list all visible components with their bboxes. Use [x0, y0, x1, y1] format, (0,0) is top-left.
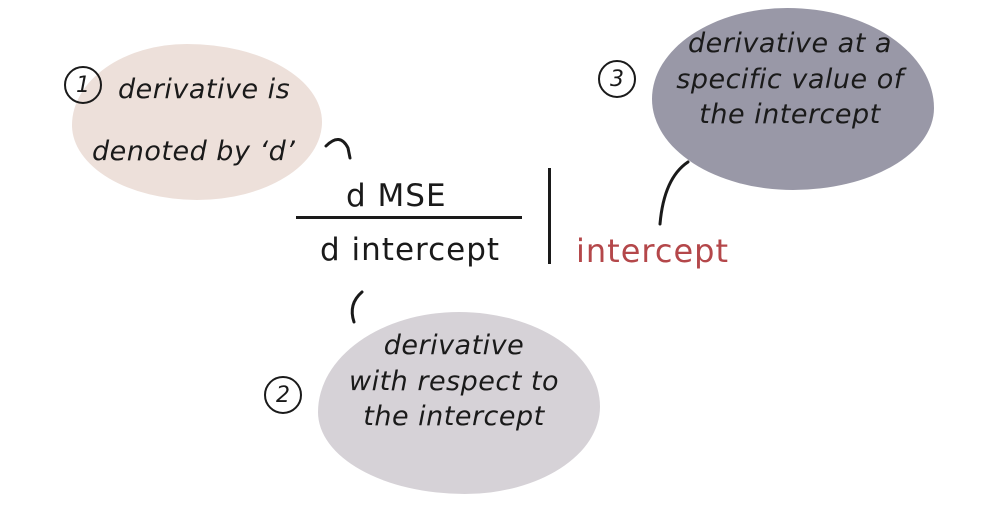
- note-3-highlight: [652, 8, 934, 190]
- note-2-highlight: [318, 312, 600, 494]
- evaluated-at-label: intercept: [576, 232, 729, 270]
- note-2-text: derivative with respect to the intercept: [330, 328, 578, 435]
- connector-note-1: [324, 138, 352, 160]
- connector-note-3: [658, 160, 690, 226]
- note-2-line-2: with respect to: [348, 365, 559, 397]
- note-2-line-1: derivative: [383, 330, 525, 361]
- fraction-bar: [296, 216, 522, 219]
- note-1-line-2: denoted by ‘d’: [92, 136, 296, 167]
- note-2-number: 2: [264, 376, 302, 414]
- note-1-number: 1: [64, 66, 102, 104]
- note-3-number: 3: [598, 60, 636, 98]
- note-3-line-3: the intercept: [699, 99, 881, 131]
- formula-numerator: d MSE: [346, 178, 447, 214]
- note-1-highlight: [72, 44, 322, 200]
- note-3-line-1: derivative at a: [688, 28, 892, 59]
- connector-note-2: [350, 290, 364, 324]
- formula-denominator: d intercept: [320, 232, 501, 268]
- note-1-line-1: derivative is: [118, 74, 291, 105]
- note-2-line-3: the intercept: [363, 401, 545, 433]
- note-3-line-2: specific value of: [676, 63, 904, 95]
- evaluation-bar: [548, 168, 551, 264]
- note-3-text: derivative at a specific value of the in…: [654, 26, 926, 133]
